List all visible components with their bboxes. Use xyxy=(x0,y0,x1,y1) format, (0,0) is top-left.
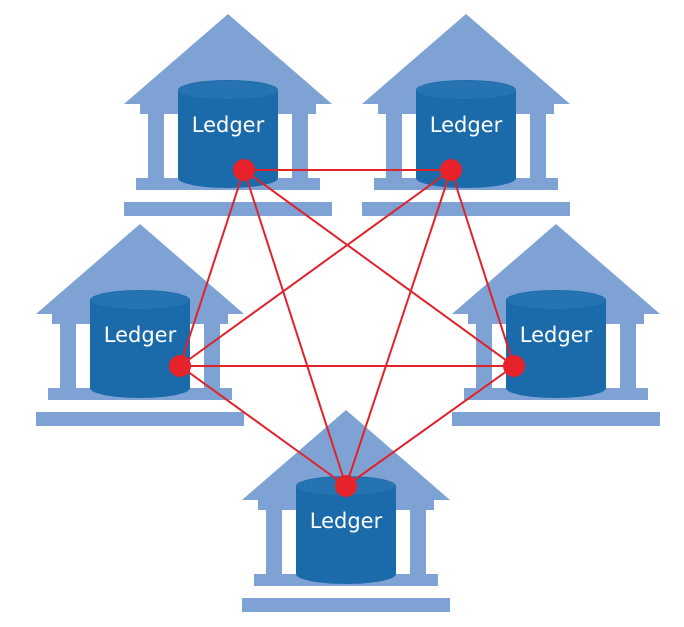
ledger-label: Ledger xyxy=(310,509,383,533)
connection-line xyxy=(179,365,347,487)
bank-column xyxy=(204,324,220,392)
bank-base xyxy=(36,412,244,426)
node-dot xyxy=(503,355,525,377)
bank-base xyxy=(124,202,332,216)
bank-column xyxy=(292,114,308,182)
bank-building: Ledger xyxy=(36,224,244,426)
bank-building: Ledger xyxy=(124,14,332,216)
bank-column xyxy=(476,324,492,392)
bank-roof xyxy=(242,410,450,500)
bank-column xyxy=(410,510,426,578)
bank-column xyxy=(266,510,282,578)
ledger-label: Ledger xyxy=(104,323,177,347)
bank-column xyxy=(60,324,76,392)
ledger-drum xyxy=(178,80,278,188)
bank-base xyxy=(452,412,660,426)
ledger-label: Ledger xyxy=(520,323,593,347)
bank-building: Ledger xyxy=(242,410,450,612)
connection-line xyxy=(179,169,245,367)
bank-roof xyxy=(36,224,244,314)
ledger-drum xyxy=(506,290,606,398)
ledger-drum xyxy=(416,80,516,188)
ledger-label: Ledger xyxy=(192,113,265,137)
bank-column xyxy=(386,114,402,182)
connection-line xyxy=(179,169,452,367)
connection-line xyxy=(345,365,515,487)
node-dot xyxy=(233,159,255,181)
node-dot xyxy=(440,159,462,181)
bank-building: Ledger xyxy=(452,224,660,426)
bank-column xyxy=(148,114,164,182)
node-dot xyxy=(169,355,191,377)
bank-column xyxy=(530,114,546,182)
bank-base xyxy=(242,598,450,612)
connection-line xyxy=(243,169,347,487)
bank-roof xyxy=(124,14,332,104)
connection-line xyxy=(450,169,515,367)
bank-roof xyxy=(362,14,570,104)
connection-line xyxy=(243,169,515,367)
bank-column xyxy=(620,324,636,392)
connection-line xyxy=(345,169,452,487)
node-dot xyxy=(335,475,357,497)
ledger-label: Ledger xyxy=(430,113,503,137)
ledger-drum xyxy=(296,476,396,584)
bank-building: Ledger xyxy=(362,14,570,216)
bank-base xyxy=(362,202,570,216)
bank-roof xyxy=(452,224,660,314)
ledger-drum xyxy=(90,290,190,398)
